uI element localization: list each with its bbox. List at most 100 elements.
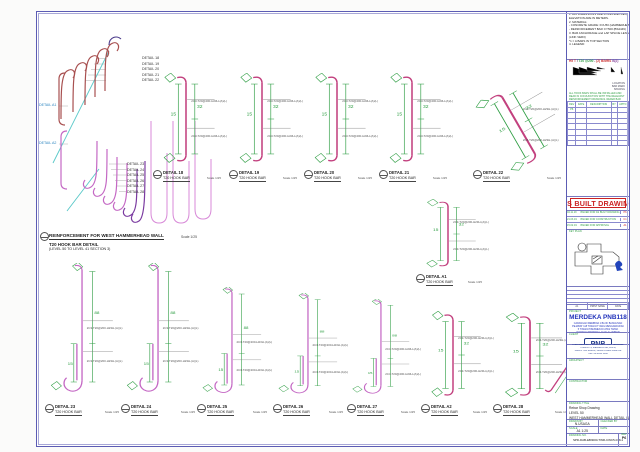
svg-text:32: 32 (525, 104, 533, 111)
bar-annotation-top: 2C3-T20@200-H23H-(A)(L) (162, 325, 199, 330)
detail-label: DETAIL 24 (131, 404, 152, 410)
svg-text:15: 15 (218, 369, 223, 372)
detail-scale: Scale 1/25 (252, 410, 267, 414)
bar-annotation-bottom: 2C3-T20@200-H23H-(A)(L) (417, 133, 453, 138)
bar-annotation-bottom: 2C3-T20@200-H23H-(A)(L) (385, 372, 421, 377)
detail-scale: Scale 1/25 (546, 176, 561, 180)
legend-label: BAR MARK (611, 85, 625, 89)
svg-text:15: 15 (171, 112, 177, 117)
legend-token: (2) (596, 59, 602, 63)
detail-bubble (493, 404, 502, 413)
legend-label: SPACING (613, 88, 625, 91)
detail-caption: DETAIL 25 T20 HOOK BAR Scale 1/25 (197, 400, 267, 416)
note-line: *1 = A BARS IN TOP SECTION (569, 38, 610, 43)
detail-label: DETAIL 28 (503, 404, 524, 410)
svg-text:15: 15 (144, 361, 150, 366)
bar-annotation-bottom: 2C3-T20@200-H23H-(A)(L) (535, 370, 572, 375)
detail-bubble (40, 232, 49, 241)
elevation-caption: REINFORCEMENT FOR WEST HAMMERHEAD WALL T… (40, 224, 249, 251)
detail-bubble (121, 404, 130, 413)
project-desc-line: WARISAN MERDEKA, KUALA LUMPUR (576, 331, 620, 333)
company-line: JALAN TUN RAZAK, 50400 KUALA LUMPUR (574, 349, 622, 352)
detail-caption: DETAIL 18 T20 HOOK BAR Scale 1/25 (153, 166, 221, 182)
detail-subtitle: T20 HOOK BAR (314, 176, 341, 180)
elevation-detail-label: DETAIL 18 (142, 56, 160, 60)
bar-annotation-top: 2C3-T20@200-H23H-(A)(L) (522, 106, 559, 111)
elevation-detail-label: DETAIL 21 (142, 72, 160, 77)
bar-annotation-top: 2C3-T20@200-H23H-(A)(L) (236, 339, 273, 344)
as-built-stamp: AS BUILT DRAWING (567, 198, 629, 208)
bar-annotation-bottom: 2C3-T20@200-H23H-(A)(L) (267, 133, 303, 138)
detail-label: DETAIL 21 (389, 170, 410, 176)
pnb-logo: PNB (584, 338, 612, 344)
svg-text:32: 32 (423, 104, 429, 109)
note-line: ELEVATION ARE IN METERS. (569, 15, 609, 20)
svg-text:32: 32 (459, 222, 465, 226)
signature-cell: PRINT NAME (588, 303, 609, 309)
detail-label: DETAIL 18 (163, 170, 184, 176)
legend-token: @200 (584, 59, 595, 63)
svg-text:88: 88 (244, 327, 249, 330)
svg-text:15: 15 (247, 112, 253, 117)
title-block-panel: 1. ALL DIMENSIONS ARE IN MILLIMETRES; EL… (566, 12, 629, 447)
detail-scale: Scale 1/25 (206, 176, 221, 180)
detail-scale: Scale 1/25 (180, 410, 195, 414)
elevation-detail-label: DETAIL 27 (127, 184, 145, 188)
drawn-by-value: N.USAGA (574, 422, 590, 427)
legend-formula: H5 T / T20 @200 - (2) B/MRS B(2) (567, 58, 629, 64)
bar-annotation-top: 2C3-T20@200-H23H-(A)(L) (385, 346, 421, 351)
detail-subtitle: T20 HOOK BAR (283, 410, 310, 414)
svg-text:15: 15 (368, 372, 373, 375)
note-line: 3. BAR ANCHORAGE and LAP SPLICE LENGTH I… (569, 30, 629, 35)
revision-box: REV P6 (618, 433, 629, 447)
scale-value: A1 1:25 (576, 429, 588, 434)
bar-annotation-top: 2C3-T20@200-H23H-(A)(L) (417, 99, 453, 103)
client-section: CLIENT PNB (567, 332, 629, 345)
svg-text:32: 32 (197, 104, 203, 109)
caption-scale: Scale 1/25 (181, 235, 198, 239)
svg-text:32: 32 (464, 341, 470, 345)
elevation-left-label-a2: DETAIL A2 (39, 141, 57, 145)
detail-bubble (347, 404, 356, 413)
detail-subtitle: T20 HOOK BAR (357, 410, 384, 414)
detail-caption: DETAIL A1 T20 HOOK BAR Scale 1/25 (416, 270, 482, 286)
detail-caption: DETAIL 24 T20 HOOK BAR Scale 1/25 (121, 400, 195, 416)
svg-text:32: 32 (273, 104, 279, 109)
bar-annotation-top: 2C3-T20@200-H23H-(A)(L) (267, 99, 303, 103)
elevation-detail-label: DETAIL 26 (127, 178, 145, 183)
detail-scale: Scale 1/25 (357, 176, 372, 180)
bar-annotation-top: 2C3-T20@200-H23H-(A)(L) (535, 337, 572, 342)
detail-label: DETAIL 27 (357, 404, 378, 410)
elevation-detail-label: DETAIL 23 (127, 162, 145, 166)
general-notes: 1. ALL DIMENSIONS ARE IN MILLIMETRES; EL… (567, 12, 629, 60)
bar-annotation-top: 2C3-T20@200-H23H-(A)(L) (458, 336, 494, 340)
svg-text:15: 15 (68, 361, 74, 366)
detail-label: DETAIL A1 (426, 274, 447, 280)
legend-label: LOCATION (612, 82, 625, 85)
bar-annotation-bottom: 2C3-T20@200-H23H-(A)(L) (522, 137, 559, 142)
caption-line1: REINFORCEMENT FOR WEST HAMMERHEAD WALL (49, 233, 164, 240)
detail-subtitle: T20 HOOK BAR (131, 410, 158, 414)
detail-scale: Scale 1/25 (328, 410, 343, 414)
svg-text:32: 32 (542, 342, 549, 347)
signature-cell: DATE (608, 303, 629, 309)
revision-value: P6 (621, 436, 627, 441)
